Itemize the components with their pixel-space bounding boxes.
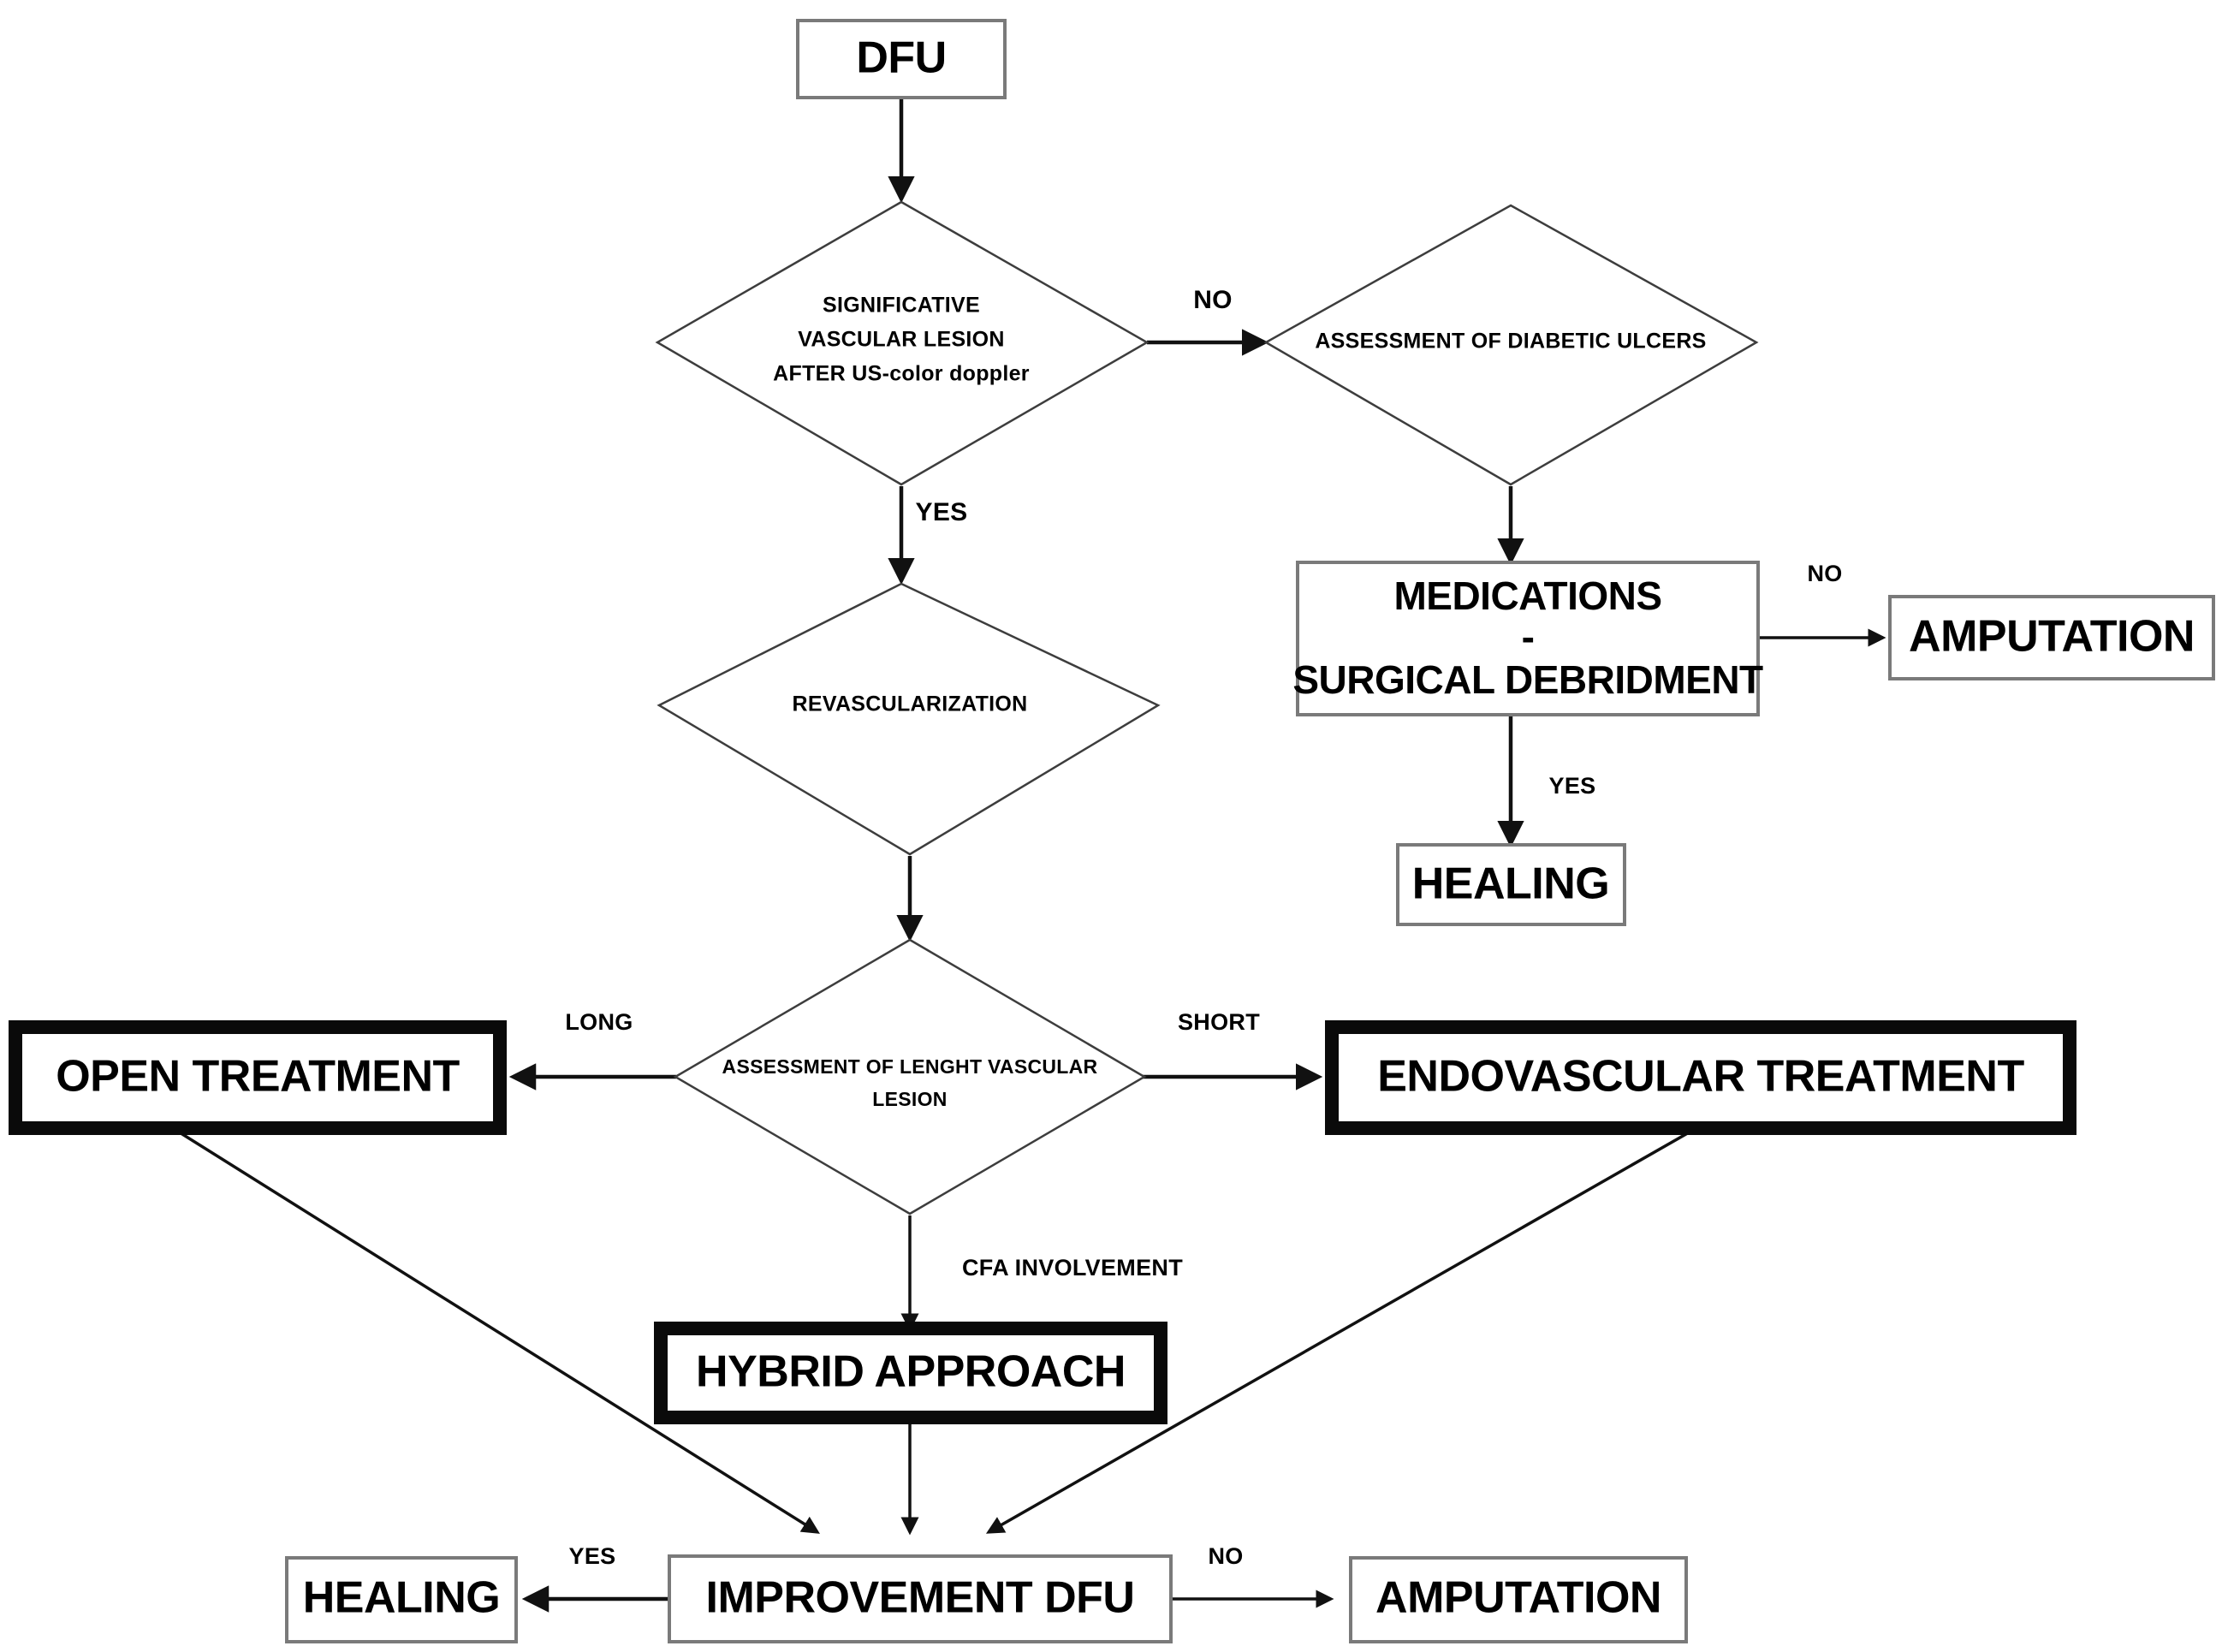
amputation-top-label: AMPUTATION — [1909, 612, 2195, 662]
edge-label-cfa-involvement: CFA INVOLVEMENT — [962, 1255, 1183, 1281]
node-dfu[interactable]: DFU — [796, 19, 1007, 99]
assessment-diabetic-ulcers-label: ASSESSMENT OF DIABETIC ULCERS — [1315, 330, 1706, 354]
node-open-treatment[interactable]: OPEN TREATMENT — [9, 1020, 507, 1135]
edge-label-vascular-yes: YES — [916, 498, 968, 526]
medications-line1: MEDICATIONS — [1393, 573, 1661, 618]
medications-line3: SURGICAL DEBRIDMENT — [1292, 657, 1763, 702]
node-dfu-label: DFU — [856, 33, 946, 83]
edge-endovascular-to-improvement — [985, 1130, 1691, 1534]
healing-bottom-label: HEALING — [303, 1573, 501, 1623]
node-hybrid-approach[interactable]: HYBRID APPROACH — [654, 1322, 1167, 1424]
edge-label-vascular-no: NO — [1193, 286, 1233, 314]
node-healing-mid[interactable]: HEALING — [1396, 843, 1626, 926]
node-medications-debridment[interactable]: MEDICATIONS - SURGICAL DEBRIDMENT — [1292, 561, 1764, 716]
open-treatment-label: OPEN TREATMENT — [56, 1052, 460, 1102]
assessment-lenght-line1: ASSESSMENT OF LENGHT VASCULAR — [722, 1055, 1098, 1078]
edge-label-medications-no: NO — [1807, 561, 1842, 586]
node-amputation-bottom[interactable]: AMPUTATION — [1349, 1556, 1688, 1643]
amputation-bottom-label: AMPUTATION — [1375, 1573, 1661, 1623]
node-improvement-dfu[interactable]: IMPROVEMENT DFU — [668, 1554, 1173, 1643]
edge-label-improvement-no: NO — [1208, 1543, 1243, 1569]
healing-mid-label: HEALING — [1412, 859, 1610, 909]
improvement-dfu-label: IMPROVEMENT DFU — [706, 1573, 1135, 1623]
revascularization-label: REVASCULARIZATION — [793, 692, 1028, 716]
node-revascularization[interactable]: REVASCULARIZATION — [656, 582, 1161, 856]
vascular-lesion-line1: SIGNIFICATIVE — [823, 294, 980, 318]
assessment-lenght-line2: LESION — [872, 1088, 947, 1110]
node-assessment-diabetic-ulcers[interactable]: ASSESSMENT OF DIABETIC ULCERS — [1263, 204, 1759, 486]
edge-open-treatment-to-improvement — [175, 1128, 820, 1534]
vascular-lesion-line3: AFTER US-color doppler — [773, 362, 1030, 386]
medications-line2: - — [1522, 615, 1535, 659]
vascular-lesion-line2: VASCULAR LESION — [798, 328, 1005, 352]
node-healing-bottom[interactable]: HEALING — [285, 1556, 518, 1643]
edge-label-lenght-long: LONG — [565, 1009, 633, 1035]
node-assessment-lenght[interactable]: ASSESSMENT OF LENGHT VASCULAR LESION — [673, 938, 1147, 1215]
endovascular-treatment-label: ENDOVASCULAR TREATMENT — [1377, 1052, 2024, 1102]
edge-label-lenght-short: SHORT — [1178, 1009, 1260, 1035]
hybrid-approach-label: HYBRID APPROACH — [696, 1347, 1126, 1397]
edge-label-improvement-yes: YES — [569, 1543, 616, 1569]
node-amputation-top[interactable]: AMPUTATION — [1888, 595, 2215, 680]
edge-label-medications-yes: YES — [1549, 773, 1596, 799]
node-significative-vascular-lesion[interactable]: SIGNIFICATIVE VASCULAR LESION AFTER US-c… — [655, 200, 1150, 486]
node-endovascular-treatment[interactable]: ENDOVASCULAR TREATMENT — [1325, 1020, 2076, 1135]
